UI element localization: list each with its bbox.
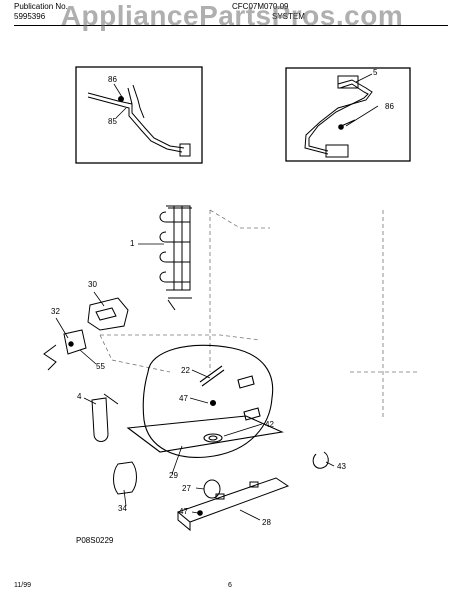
callout-1: 1 <box>130 239 135 248</box>
header-rule <box>14 25 448 26</box>
callout-22: 22 <box>181 366 190 375</box>
retaining-clip <box>312 451 329 469</box>
callout-55: 55 <box>96 362 105 371</box>
start-capacitor <box>91 393 119 442</box>
base-plate <box>177 477 290 532</box>
compressor <box>126 344 284 458</box>
model-number: CFC07M070.09 <box>232 2 289 11</box>
inset-box-left <box>75 66 203 164</box>
callout-4: 4 <box>77 392 82 401</box>
grommet <box>113 461 137 495</box>
callout-29: 29 <box>169 471 178 480</box>
footer-page-number: 6 <box>228 582 232 589</box>
callout-27: 27 <box>182 484 191 493</box>
cabinet-outline <box>99 209 420 420</box>
callout-32: 32 <box>51 307 60 316</box>
right-inset-tubing <box>304 75 373 158</box>
relay-assembly <box>43 297 129 371</box>
callout-86-left: 86 <box>108 75 117 84</box>
callout-30: 30 <box>88 280 97 289</box>
callout-43: 43 <box>337 462 346 471</box>
callout-85: 85 <box>108 117 117 126</box>
callout-34: 34 <box>118 504 127 513</box>
publication-number: 5995396 <box>14 12 46 21</box>
callout-47-lower: 47 <box>179 507 188 516</box>
watermark: AppliancePartsPros.com <box>60 0 404 31</box>
leader-lines <box>55 73 379 521</box>
callout-5: 5 <box>373 68 378 77</box>
publication-label: Publication No. <box>14 2 68 11</box>
callout-86-right: 86 <box>385 102 394 111</box>
footer-date: 11/99 <box>14 582 31 589</box>
left-inset-tubing <box>87 84 191 157</box>
inset-box-right <box>285 67 411 162</box>
callout-47-upper: 47 <box>179 394 188 403</box>
diagram-code: P08S0229 <box>76 536 114 545</box>
callout-42: 42 <box>265 420 274 429</box>
callout-28: 28 <box>262 518 271 527</box>
section-title: SYSTEM <box>272 12 305 21</box>
condenser-coil <box>159 205 192 311</box>
